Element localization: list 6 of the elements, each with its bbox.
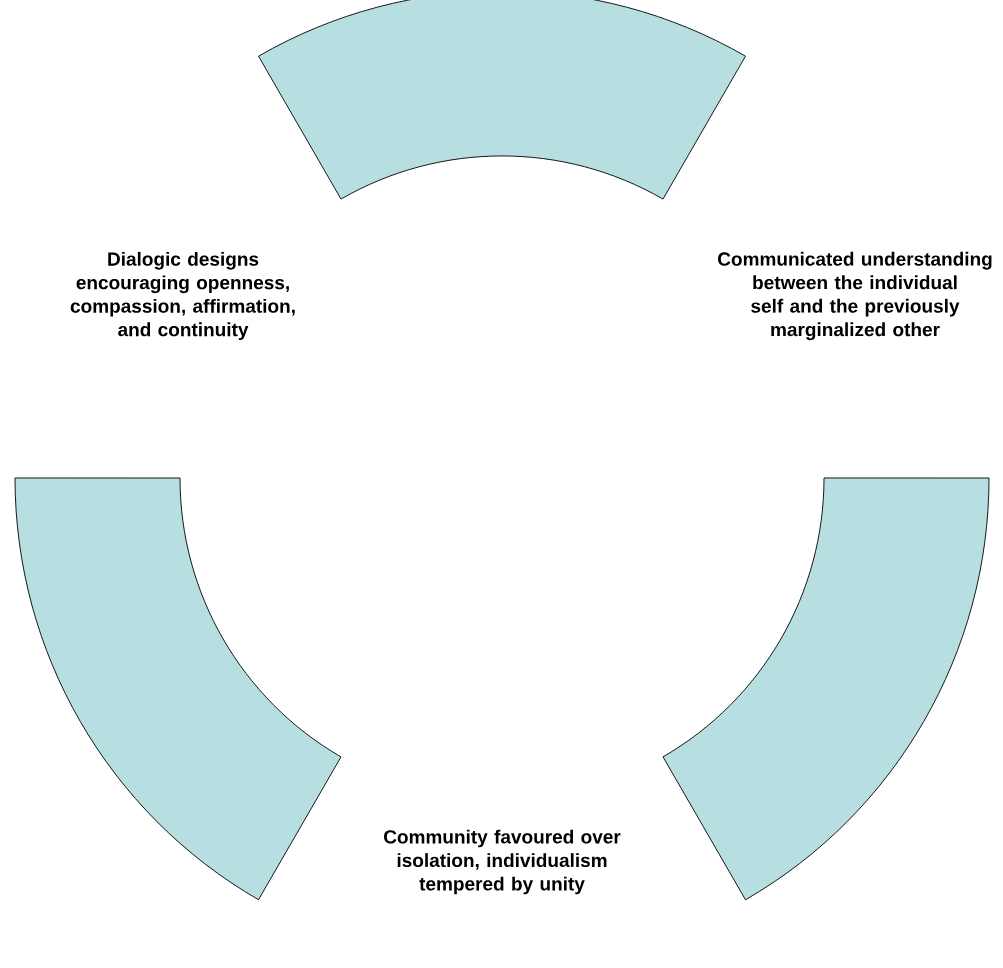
caption-text: Community favoured over isolation, individualism tempered by unity: [384, 829, 621, 895]
caption-text: Dialogic designs encouraging openness, compassion, affirmation, and continuity: [70, 251, 295, 341]
arc-segment: [14, 477, 342, 901]
caption-text: Communicated understanding between the individual self and the previously marginalized other: [718, 251, 992, 341]
arc-segment: [662, 477, 990, 901]
arc-segment: [258, 0, 746, 200]
